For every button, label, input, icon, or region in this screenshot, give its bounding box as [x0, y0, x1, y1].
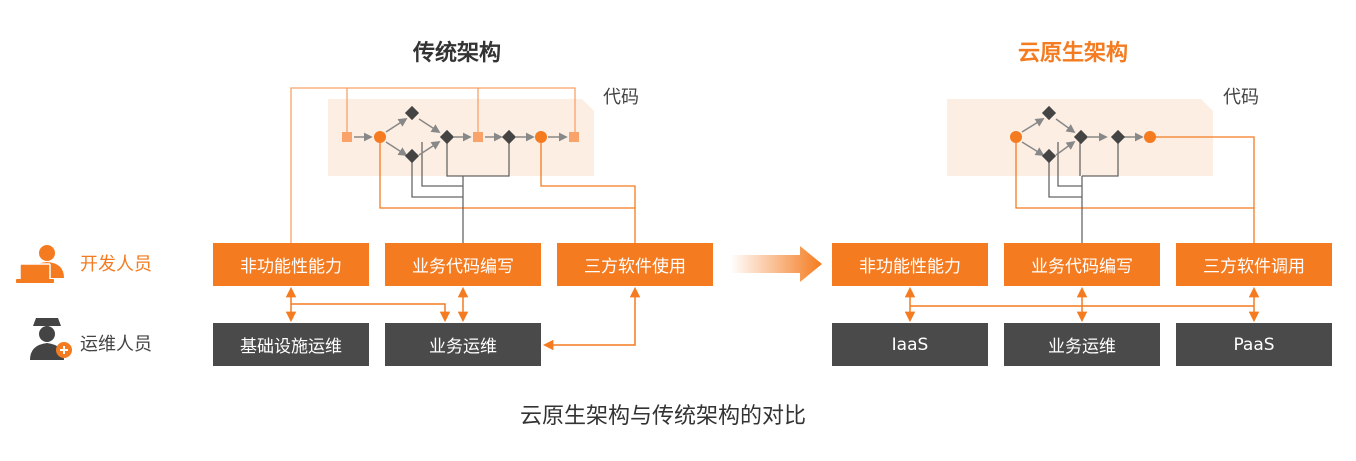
legacy-business-links [411, 142, 510, 243]
cloud-devops-arrows [904, 286, 1260, 323]
code-node-diamond [439, 129, 455, 145]
cloud-thirdparty-box: 三方软件调用 [1176, 243, 1332, 286]
legacy-nonfunctional-box: 非功能性能力 [213, 243, 369, 286]
cloud-nonfunctional-box: 非功能性能力 [832, 243, 988, 286]
cloud-title: 云原生架构 [1018, 41, 1129, 66]
legacy-thirdparty-box: 三方软件使用 [557, 243, 713, 286]
code-node-circle [1144, 131, 1156, 143]
code-node-circle [1010, 131, 1022, 143]
legacy-code-nodes [342, 105, 579, 164]
code-node-diamond [1073, 129, 1089, 145]
code-node-diamond [1041, 105, 1057, 121]
code-node-square [342, 132, 352, 142]
cloud-flow-arrows [1021, 118, 1144, 156]
code-node-diamond [404, 148, 420, 164]
developer-icon [16, 245, 64, 283]
code-node-square [569, 132, 579, 142]
developer-label: 开发人员 [80, 254, 152, 275]
legacy-title: 传统架构 [413, 41, 502, 66]
cloud-nonfunc-links [1015, 136, 1255, 243]
cloud-code-label: 代码 [1223, 87, 1259, 108]
legacy-nonfunc-links [290, 87, 576, 243]
cloud-paas-box: PaaS [1176, 323, 1332, 366]
code-node-diamond [404, 105, 420, 121]
cloud-code-nodes [1010, 105, 1156, 164]
code-node-diamond [1041, 148, 1057, 164]
code-node-diamond [1110, 129, 1126, 145]
legacy-infra-ops-box: 基础设施运维 [213, 323, 369, 366]
operator-label: 运维人员 [80, 334, 152, 355]
cloud-iaas-box: IaaS [832, 323, 988, 366]
cloud-business-code-box: 业务代码编写 [1004, 243, 1160, 286]
cloud-business-ops-box: 业务运维 [1004, 323, 1160, 366]
code-node-circle [374, 131, 386, 143]
transition-arrow-icon [730, 246, 822, 282]
legacy-thirdparty-links [379, 143, 636, 243]
legacy-devops-arrows [285, 286, 641, 351]
code-node-diamond [501, 129, 517, 145]
figure-caption: 云原生架构与传统架构的对比 [520, 404, 807, 429]
operator-icon [30, 318, 72, 360]
code-node-square [473, 132, 483, 142]
legacy-business-code-box: 业务代码编写 [385, 243, 541, 286]
cloud-business-links [1048, 142, 1119, 243]
legacy-flow-arrows [354, 118, 568, 156]
code-node-circle [535, 131, 547, 143]
legacy-business-ops-box: 业务运维 [385, 323, 541, 366]
legacy-code-label: 代码 [603, 87, 639, 108]
